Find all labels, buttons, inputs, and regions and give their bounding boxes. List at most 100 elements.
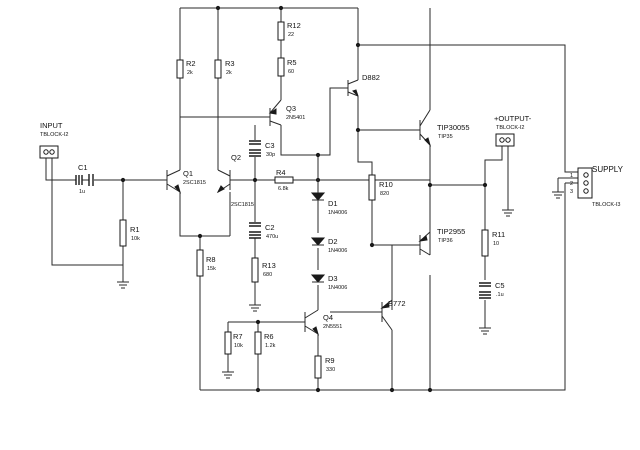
- tip2955-value: TIP36: [438, 238, 453, 244]
- q1-label: Q1: [183, 169, 193, 178]
- supply-pin-2: 2: [570, 181, 573, 187]
- diode-d1: D1 1N4006: [310, 175, 347, 216]
- r6-value: 1.2k: [265, 343, 276, 349]
- transistor-tip2955: TIP2955 TIP36: [418, 227, 465, 256]
- q3-value: 2N5401: [286, 115, 305, 121]
- capacitor-c5: C5 .1u: [479, 281, 505, 299]
- d2-value: 1N4006: [328, 248, 347, 254]
- d1-label: D1: [328, 199, 338, 208]
- resistor-r12: R12 22: [277, 21, 301, 41]
- input-label: INPUT: [40, 121, 63, 130]
- c5-value: .1u: [496, 292, 504, 298]
- q4-value: 2N5551: [323, 324, 342, 330]
- transistor-d882: D882: [347, 73, 380, 97]
- r2-value: 2k: [187, 70, 193, 76]
- capacitor-c2: C2 470u: [249, 222, 278, 240]
- q3-label: Q3: [286, 104, 296, 113]
- diode-d3: D3 1N4006: [310, 274, 347, 291]
- r6-label: R6: [264, 332, 274, 341]
- r8-value: 15k: [207, 266, 216, 272]
- r10-value: 820: [380, 191, 389, 197]
- r12-label: R12: [287, 21, 301, 30]
- resistor-r10: R10 820: [368, 174, 393, 201]
- c1-label: C1: [78, 163, 88, 172]
- ground-icon: [502, 209, 514, 217]
- r3-value: 2k: [226, 70, 232, 76]
- q2-value: 2SC1815: [231, 202, 254, 208]
- output-label: +OUTPUT-: [494, 114, 532, 123]
- d3-value: 1N4006: [328, 285, 347, 291]
- c2-value: 470u: [266, 234, 278, 240]
- ground-icon: [249, 304, 261, 312]
- supply-pin-3: 3: [570, 189, 573, 195]
- r5-label: R5: [287, 58, 297, 67]
- resistor-r4: R4 6.8k: [274, 168, 294, 192]
- r11-label: R11: [492, 230, 505, 239]
- ground-icon: [552, 191, 564, 199]
- r3-label: R3: [225, 59, 235, 68]
- q4-label: Q4: [323, 313, 333, 322]
- diode-d2: D2 1N4006: [310, 237, 347, 254]
- transistor-q4: Q4 2N5551: [304, 309, 342, 336]
- c5-label: C5: [495, 281, 505, 290]
- resistor-r2: R2 2k: [176, 59, 196, 79]
- transistor-q2: Q2 2SC1815: [216, 153, 254, 208]
- supply-pin-1: 1: [570, 173, 573, 179]
- resistor-r9: R9 330: [314, 355, 335, 379]
- output-connector: +OUTPUT- TBLOCK-I2: [494, 114, 532, 147]
- d2-label: D2: [328, 237, 338, 246]
- capacitor-c1: C1 1u: [75, 163, 94, 195]
- wires: [45, 7, 578, 391]
- r5-value: 60: [288, 69, 294, 75]
- q1-value: 2SC1815: [183, 180, 206, 186]
- r2-label: R2: [186, 59, 196, 68]
- supply-label: SUPPLY: [592, 165, 624, 174]
- c3-value: 30p: [266, 152, 275, 158]
- transistor-tip30055: TIP30055 TIP35: [419, 109, 470, 147]
- c3-label: C3: [265, 141, 275, 150]
- r10-label: R10: [379, 180, 393, 189]
- r13-value: 680: [263, 272, 272, 278]
- r1-label: R1: [130, 225, 140, 234]
- junctions: [120, 5, 488, 393]
- c2-label: C2: [265, 223, 275, 232]
- r1-value: 10k: [131, 236, 140, 242]
- r4-value: 6.8k: [278, 186, 289, 192]
- d1-value: 1N4006: [328, 210, 347, 216]
- r8-label: R8: [206, 255, 216, 264]
- tip30055-label: TIP30055: [437, 123, 470, 132]
- supply-connector: 1 2 3 SUPPLY TBLOCK-I3: [570, 165, 624, 208]
- b772-label: B772: [388, 299, 406, 308]
- transistor-q1: Q1 2SC1815: [166, 169, 206, 194]
- r9-value: 330: [326, 367, 335, 373]
- resistor-r8: R8 15k: [196, 249, 216, 277]
- resistor-r11: R11 10: [481, 229, 505, 257]
- ground-symbols: [117, 191, 564, 379]
- d3-label: D3: [328, 274, 338, 283]
- r11-value: 10: [493, 241, 499, 247]
- resistor-r5: R5 60: [277, 57, 297, 77]
- q2-label: Q2: [231, 153, 241, 162]
- d882-label: D882: [362, 73, 380, 82]
- tip30055-value: TIP35: [438, 134, 453, 140]
- tip2955-label: TIP2955: [437, 227, 465, 236]
- resistor-r3: R3 2k: [214, 59, 235, 79]
- transistor-b772: B772: [380, 299, 406, 331]
- resistor-r1: R1 10k: [119, 219, 140, 247]
- r7-label: R7: [233, 332, 243, 341]
- resistor-r13: R13 680: [251, 257, 276, 283]
- transistor-q3: Q3 2N5401: [268, 99, 305, 126]
- output-block: TBLOCK-I2: [496, 125, 524, 131]
- ground-icon: [117, 281, 129, 289]
- resistor-r7: R7 10k: [224, 331, 243, 355]
- c1-value: 1u: [79, 189, 85, 195]
- supply-block: TBLOCK-I3: [592, 202, 620, 208]
- input-connector: INPUT TBLOCK-I2: [39, 121, 68, 159]
- input-block: TBLOCK-I2: [40, 132, 68, 138]
- ground-icon: [222, 371, 234, 379]
- ground-icon: [479, 327, 491, 335]
- resistor-r6: R6 1.2k: [254, 331, 276, 355]
- r7-value: 10k: [234, 343, 243, 349]
